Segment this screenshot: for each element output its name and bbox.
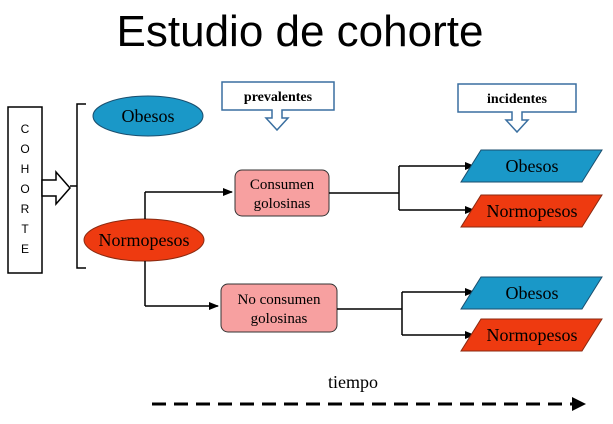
time-arrowhead-icon (572, 397, 586, 411)
incidentes-callout (457, 83, 577, 134)
outcome-obesos-upper (460, 149, 603, 183)
consumen-label-line2: golosinas (254, 196, 311, 212)
prevalentes-callout (221, 81, 335, 132)
outcome-normopesos-lower (460, 318, 603, 352)
page-title: Estudio de cohorte (117, 7, 484, 56)
exposure-connectors (144, 188, 233, 310)
cohort-letter: H (21, 162, 30, 176)
outcome-normopesos-upper (460, 194, 603, 228)
cohort-letter: O (20, 182, 29, 196)
outcome-connectors-lower (337, 288, 475, 339)
no-consumen-label-line2: golosinas (251, 311, 308, 327)
outcome-obesos-lower (460, 276, 603, 310)
outcome-normopesos-upper-label: Normopesos (487, 201, 578, 221)
cohort-letter: T (21, 222, 29, 236)
cohort-letters: C O H O R T E (20, 122, 29, 256)
obesos-label: Obesos (122, 106, 175, 126)
outcome-connectors-upper (329, 162, 475, 214)
outcome-obesos-upper-label: Obesos (506, 156, 559, 176)
prevalentes-label: prevalentes (244, 90, 313, 105)
cohort-letter: E (21, 242, 29, 256)
no-consumen-box (220, 283, 338, 333)
obesos-ellipse (92, 95, 204, 137)
outcome-normopesos-lower-label: Normopesos (487, 325, 578, 345)
consumen-label-line1: Consumen (250, 177, 315, 193)
normopesos-ellipse (83, 218, 205, 262)
cohort-letter: O (20, 142, 29, 156)
incidentes-label: incidentes (487, 92, 547, 107)
time-label: tiempo (328, 372, 378, 392)
normopesos-label: Normopesos (99, 230, 190, 250)
no-consumen-label-line1: No consumen (238, 292, 321, 308)
cohort-box (7, 106, 43, 274)
cohort-letter: R (21, 202, 30, 216)
outcome-obesos-lower-label: Obesos (506, 283, 559, 303)
cohort-letter: C (21, 122, 30, 136)
cohort-arrow-icon (41, 170, 71, 206)
